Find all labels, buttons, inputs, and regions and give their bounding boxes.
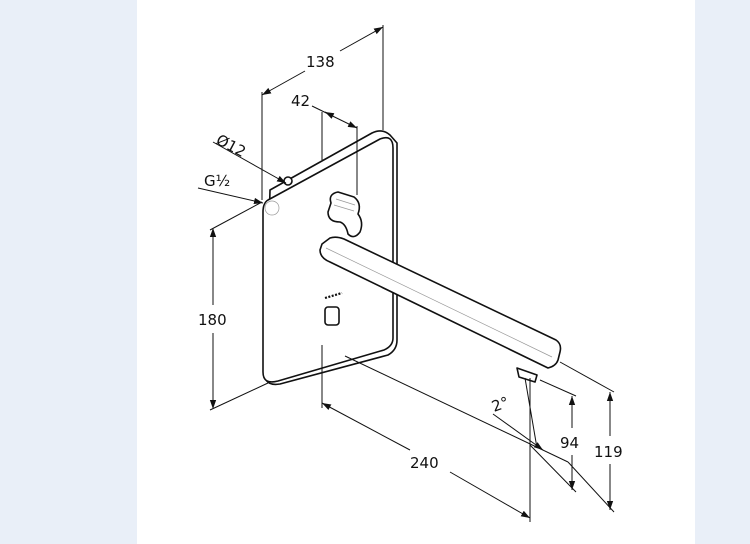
dimension-180: 180 bbox=[198, 201, 269, 411]
dimension-thread: G½ bbox=[197, 172, 264, 205]
label-138: 138 bbox=[306, 53, 335, 71]
label-180: 180 bbox=[198, 311, 227, 329]
drawing-sheet bbox=[137, 0, 695, 544]
sensor-window bbox=[324, 306, 340, 326]
label-diameter: Ø12 bbox=[213, 131, 249, 161]
spout bbox=[319, 236, 562, 383]
label-thread: G½ bbox=[204, 172, 230, 190]
brand-logo bbox=[324, 291, 343, 300]
label-119: 119 bbox=[594, 443, 623, 461]
dimension-94: 94 bbox=[529, 379, 579, 493]
label-42: 42 bbox=[291, 92, 310, 110]
dimension-42: 42 bbox=[291, 92, 358, 195]
dimension-119: 119 bbox=[559, 361, 623, 513]
label-angle: 2° bbox=[489, 393, 511, 416]
label-240: 240 bbox=[410, 454, 439, 472]
control-knob bbox=[327, 191, 363, 238]
label-94: 94 bbox=[560, 434, 579, 452]
dimension-angle: 2° bbox=[489, 377, 544, 451]
dimension-138: 138 bbox=[261, 25, 384, 200]
aerator bbox=[516, 367, 538, 383]
dimension-240: 240 bbox=[321, 345, 569, 522]
